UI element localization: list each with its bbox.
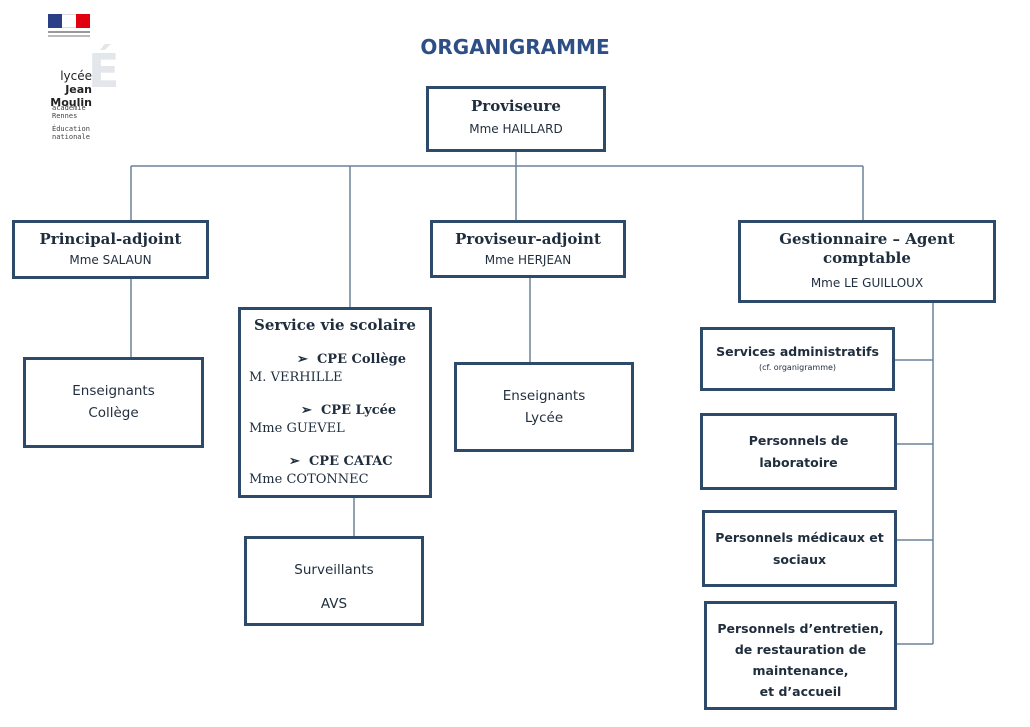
box-vie-scolaire: Service vie scolaire ➢ CPE Collège M. VE… bbox=[238, 307, 432, 498]
flag-red bbox=[76, 14, 90, 28]
labo-text: Personnels de laboratoire bbox=[748, 433, 849, 470]
surveillants-line1: Surveillants bbox=[294, 562, 374, 578]
ens-lycee-text: Enseignants Lycée bbox=[502, 388, 586, 426]
ens-college-text: Enseignants Collège bbox=[72, 383, 155, 421]
cpe-catac-label: ➢ CPE CATAC bbox=[289, 454, 393, 469]
box-enseignants-lycee: Enseignants Lycée bbox=[454, 362, 634, 452]
proviseure-name: Mme HAILLARD bbox=[469, 122, 563, 136]
surveillants-line2: AVS bbox=[320, 596, 348, 612]
arrow-bullet-icon: ➢ bbox=[289, 454, 309, 469]
principal-adjoint-title: Principal-adjoint bbox=[39, 230, 182, 248]
box-medicaux: Personnels médicaux et sociaux bbox=[702, 510, 897, 587]
box-proviseur-adjoint: Proviseur-adjoint Mme HERJEAN bbox=[430, 220, 626, 278]
ministry-label: Éducation nationale bbox=[52, 125, 90, 141]
cpe-college-name: M. VERHILLE bbox=[249, 370, 343, 385]
box-proviseure: Proviseure Mme HAILLARD bbox=[426, 86, 606, 152]
cpe-catac-name: Mme COTONNEC bbox=[249, 472, 369, 487]
box-principal-adjoint: Principal-adjoint Mme SALAUN bbox=[12, 220, 209, 279]
services-admin-note: (cf. organigramme) bbox=[758, 363, 837, 372]
e-watermark-icon: É bbox=[88, 44, 120, 98]
medicaux-text: Personnels médicaux et sociaux bbox=[715, 530, 884, 567]
proviseure-title: Proviseure bbox=[471, 97, 561, 115]
republic-logo bbox=[48, 14, 92, 42]
cpe-college-label: ➢ CPE Collège bbox=[297, 352, 407, 367]
cpe-lycee-label: ➢ CPE Lycée bbox=[301, 403, 397, 418]
page-title: ORGANIGRAMME bbox=[420, 35, 610, 59]
vie-scolaire-title: Service vie scolaire bbox=[254, 316, 416, 334]
proviseur-adjoint-name: Mme HERJEAN bbox=[484, 253, 572, 267]
box-enseignants-college: Enseignants Collège bbox=[23, 357, 204, 448]
proviseur-adjoint-title: Proviseur-adjoint bbox=[455, 230, 601, 248]
gestionnaire-name: Mme LE GUILLOUX bbox=[810, 276, 924, 290]
box-gestionnaire: Gestionnaire – Agent comptable Mme LE GU… bbox=[738, 220, 996, 303]
box-laboratoire: Personnels de laboratoire bbox=[700, 413, 897, 490]
school-name-line2: Jean Moulin bbox=[50, 83, 92, 109]
flag-blue bbox=[48, 14, 62, 28]
box-entretien: Personnels d’entretien, de restauration … bbox=[704, 601, 897, 710]
arrow-bullet-icon: ➢ bbox=[301, 403, 321, 418]
flag-white bbox=[62, 14, 76, 28]
box-surveillants: Surveillants AVS bbox=[244, 536, 424, 626]
cpe-lycee-name: Mme GUEVEL bbox=[249, 421, 345, 436]
principal-adjoint-name: Mme SALAUN bbox=[69, 253, 152, 267]
academie-label: académie Rennes bbox=[52, 104, 86, 120]
entretien-text: Personnels d’entretien, de restauration … bbox=[717, 621, 884, 699]
school-logo: lycée Jean Moulin bbox=[30, 69, 92, 110]
gestionnaire-title: Gestionnaire – Agent comptable bbox=[779, 230, 955, 267]
services-admin-title: Services administratifs bbox=[716, 344, 879, 359]
arrow-bullet-icon: ➢ bbox=[297, 352, 317, 367]
school-name-line1: lycée bbox=[60, 69, 92, 83]
box-services-administratifs: Services administratifs (cf. organigramm… bbox=[700, 327, 895, 391]
